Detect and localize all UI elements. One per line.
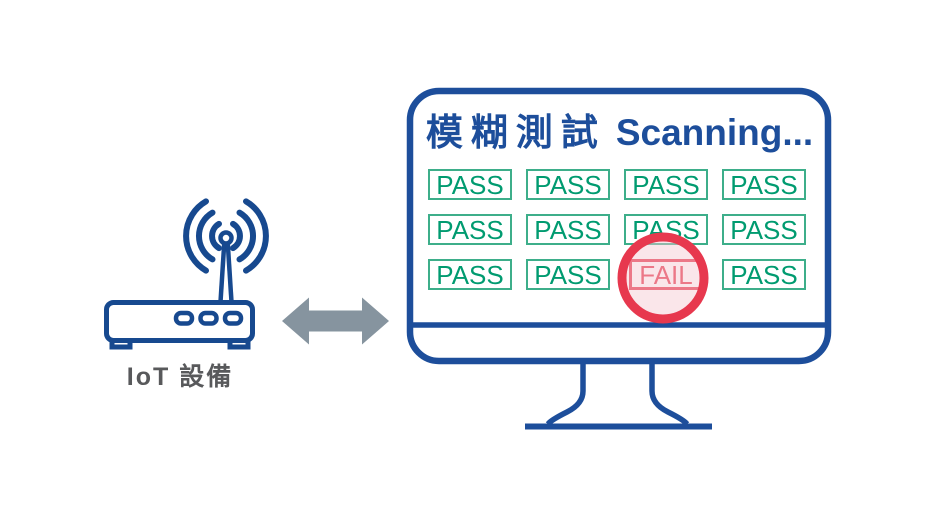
result-badge-fail: FAIL bbox=[629, 259, 703, 290]
result-badge: PASS bbox=[428, 259, 512, 290]
monitor-frame bbox=[406, 87, 832, 365]
result-badge: PASS bbox=[624, 214, 708, 245]
result-badge: PASS bbox=[526, 169, 610, 200]
result-badge: PASS bbox=[722, 214, 806, 245]
test-result-grid: PASS PASS PASS PASS PASS PASS PASS PASS … bbox=[428, 169, 806, 290]
title-latin: Scanning... bbox=[615, 112, 814, 153]
wifi-waves-right-icon bbox=[230, 198, 269, 274]
wifi-router-icon bbox=[104, 198, 269, 350]
wifi-waves-left-icon bbox=[183, 198, 222, 274]
double-headed-arrow-icon bbox=[282, 297, 389, 345]
result-badge: PASS bbox=[722, 259, 806, 290]
antenna-icon bbox=[218, 230, 234, 303]
device-label: IoT 設備 bbox=[126, 363, 234, 391]
title-cjk: 模糊測試 bbox=[425, 112, 606, 153]
monitor-icon bbox=[406, 87, 832, 430]
result-badge: PASS bbox=[526, 214, 610, 245]
monitor-stand bbox=[525, 361, 712, 430]
router-indicator-lights bbox=[173, 310, 244, 326]
result-badge: PASS bbox=[624, 169, 708, 200]
result-badge: PASS bbox=[722, 169, 806, 200]
result-badge: PASS bbox=[526, 259, 610, 290]
result-badge: PASS bbox=[428, 169, 512, 200]
result-badge: PASS bbox=[428, 214, 512, 245]
